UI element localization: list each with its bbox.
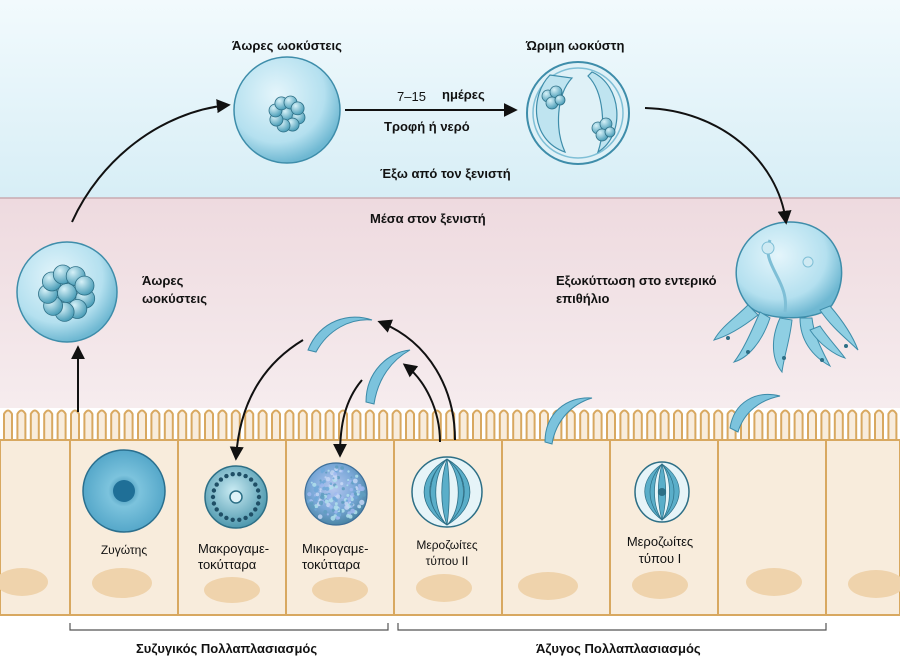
label-outside-host: Έξω από τον ξενιστή: [380, 166, 511, 181]
label-days: 7–15: [397, 89, 426, 104]
label-macro-2: τοκύτταρα: [198, 557, 257, 572]
label-micro-2: τοκύτταρα: [302, 557, 361, 572]
unsporulated-oocyst-top: [233, 56, 341, 164]
microgametocyte-cell: [304, 462, 368, 526]
cycle-arrows: [71, 99, 792, 461]
merozoite: [729, 394, 781, 433]
label-zygote: Ζυγώτης: [100, 543, 148, 557]
arrow-to-merozoite-2: [402, 363, 441, 443]
label-excystation-2: επιθήλιο: [556, 291, 610, 306]
merozoite: [365, 349, 411, 405]
macrogametocyte-cell: [204, 465, 268, 529]
merozoites: [307, 316, 781, 445]
brackets: [69, 623, 827, 631]
arrow-to-top-oocyst: [71, 99, 231, 223]
label-micro-1: Μικρογαμε-: [302, 541, 369, 556]
label-macro-1: Μακρογαμε-: [198, 541, 270, 556]
label-days-unit: ημέρες: [442, 87, 485, 102]
arrow-to-macrogametocyte: [229, 339, 304, 461]
label-mero2-2: τύπου ΙΙ: [425, 554, 469, 568]
asexual-bracket: [397, 623, 827, 631]
label-inside-host: Μέσα στον ξενιστή: [370, 211, 486, 226]
type-ii-meront: [411, 456, 483, 528]
label-mature-oocyst: Ώριμη ωοκύστη: [526, 38, 625, 53]
merozoite: [544, 397, 593, 445]
sexual-bracket: [69, 623, 389, 631]
label-sexual: Συζυγικός Πολλαπλασιασμός: [136, 641, 318, 656]
type-i-meront: [634, 461, 690, 523]
label-mero2-1: Μεροζωίτες: [416, 538, 478, 552]
label-excystation-1: Εξωκύττωση στο εντερικό: [556, 273, 717, 288]
merozoite: [307, 316, 373, 353]
outside-host-zone: [0, 0, 900, 198]
label-asexual: Άζυγος Πολλαπλασιασμός: [536, 641, 701, 656]
zygote-cell: [82, 449, 166, 533]
label-unsporulated-top: Άωρες ωοκύστεις: [232, 38, 342, 53]
unsporulated-oocyst-left: [16, 241, 118, 343]
excysting-oocyst: [712, 221, 859, 374]
label-food-water: Τροφή ή νερό: [384, 119, 470, 134]
label-mero1-1: Μεροζωίτες: [626, 534, 694, 549]
cell-nuclei: [0, 568, 900, 603]
sporulated-oocyst: [526, 61, 630, 165]
label-unsporulated-left-1: Άωρες: [142, 273, 184, 288]
arrow-to-merozoite-1: [377, 319, 456, 441]
label-mero1-2: τύπου Ι: [638, 551, 682, 566]
arrow-to-microgametocyte: [333, 379, 363, 458]
label-unsporulated-left-2: ωοκύστεις: [142, 291, 207, 306]
arrow-to-excystation: [644, 107, 792, 225]
